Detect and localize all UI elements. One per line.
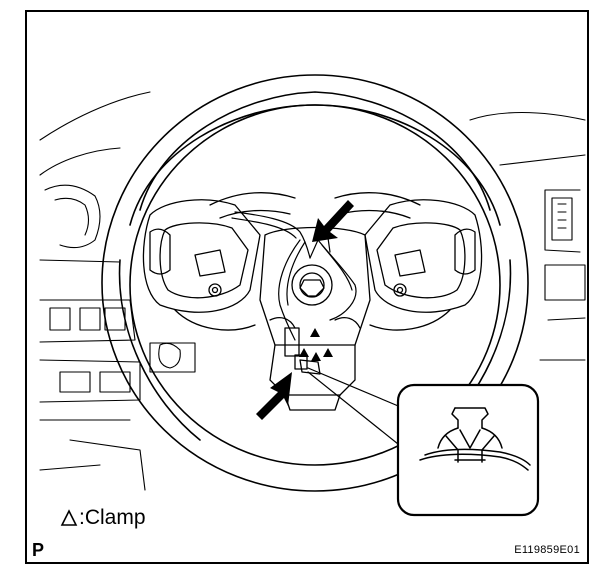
center-hub [259, 226, 371, 411]
upper-trim [209, 192, 421, 219]
clamp-detail-icon [419, 407, 531, 471]
spoke-left [142, 199, 261, 331]
legend-text: :Clamp [79, 506, 146, 529]
triangle-clamp-symbol-icon [60, 509, 78, 526]
spoke-right [364, 199, 483, 331]
dashboard-outline [39, 91, 586, 491]
arrow-upper [312, 200, 354, 242]
callout-leader-lines [307, 367, 404, 449]
steering-wheel-rim [101, 74, 529, 492]
arrow-lower [256, 372, 292, 420]
legend: :Clamp [60, 506, 146, 530]
connector-lower [284, 327, 321, 375]
clamp-markers [299, 328, 333, 361]
clamp-detail-callout [396, 383, 540, 517]
figure-id: E119859E01 [514, 544, 580, 556]
corner-label: P [32, 540, 45, 560]
